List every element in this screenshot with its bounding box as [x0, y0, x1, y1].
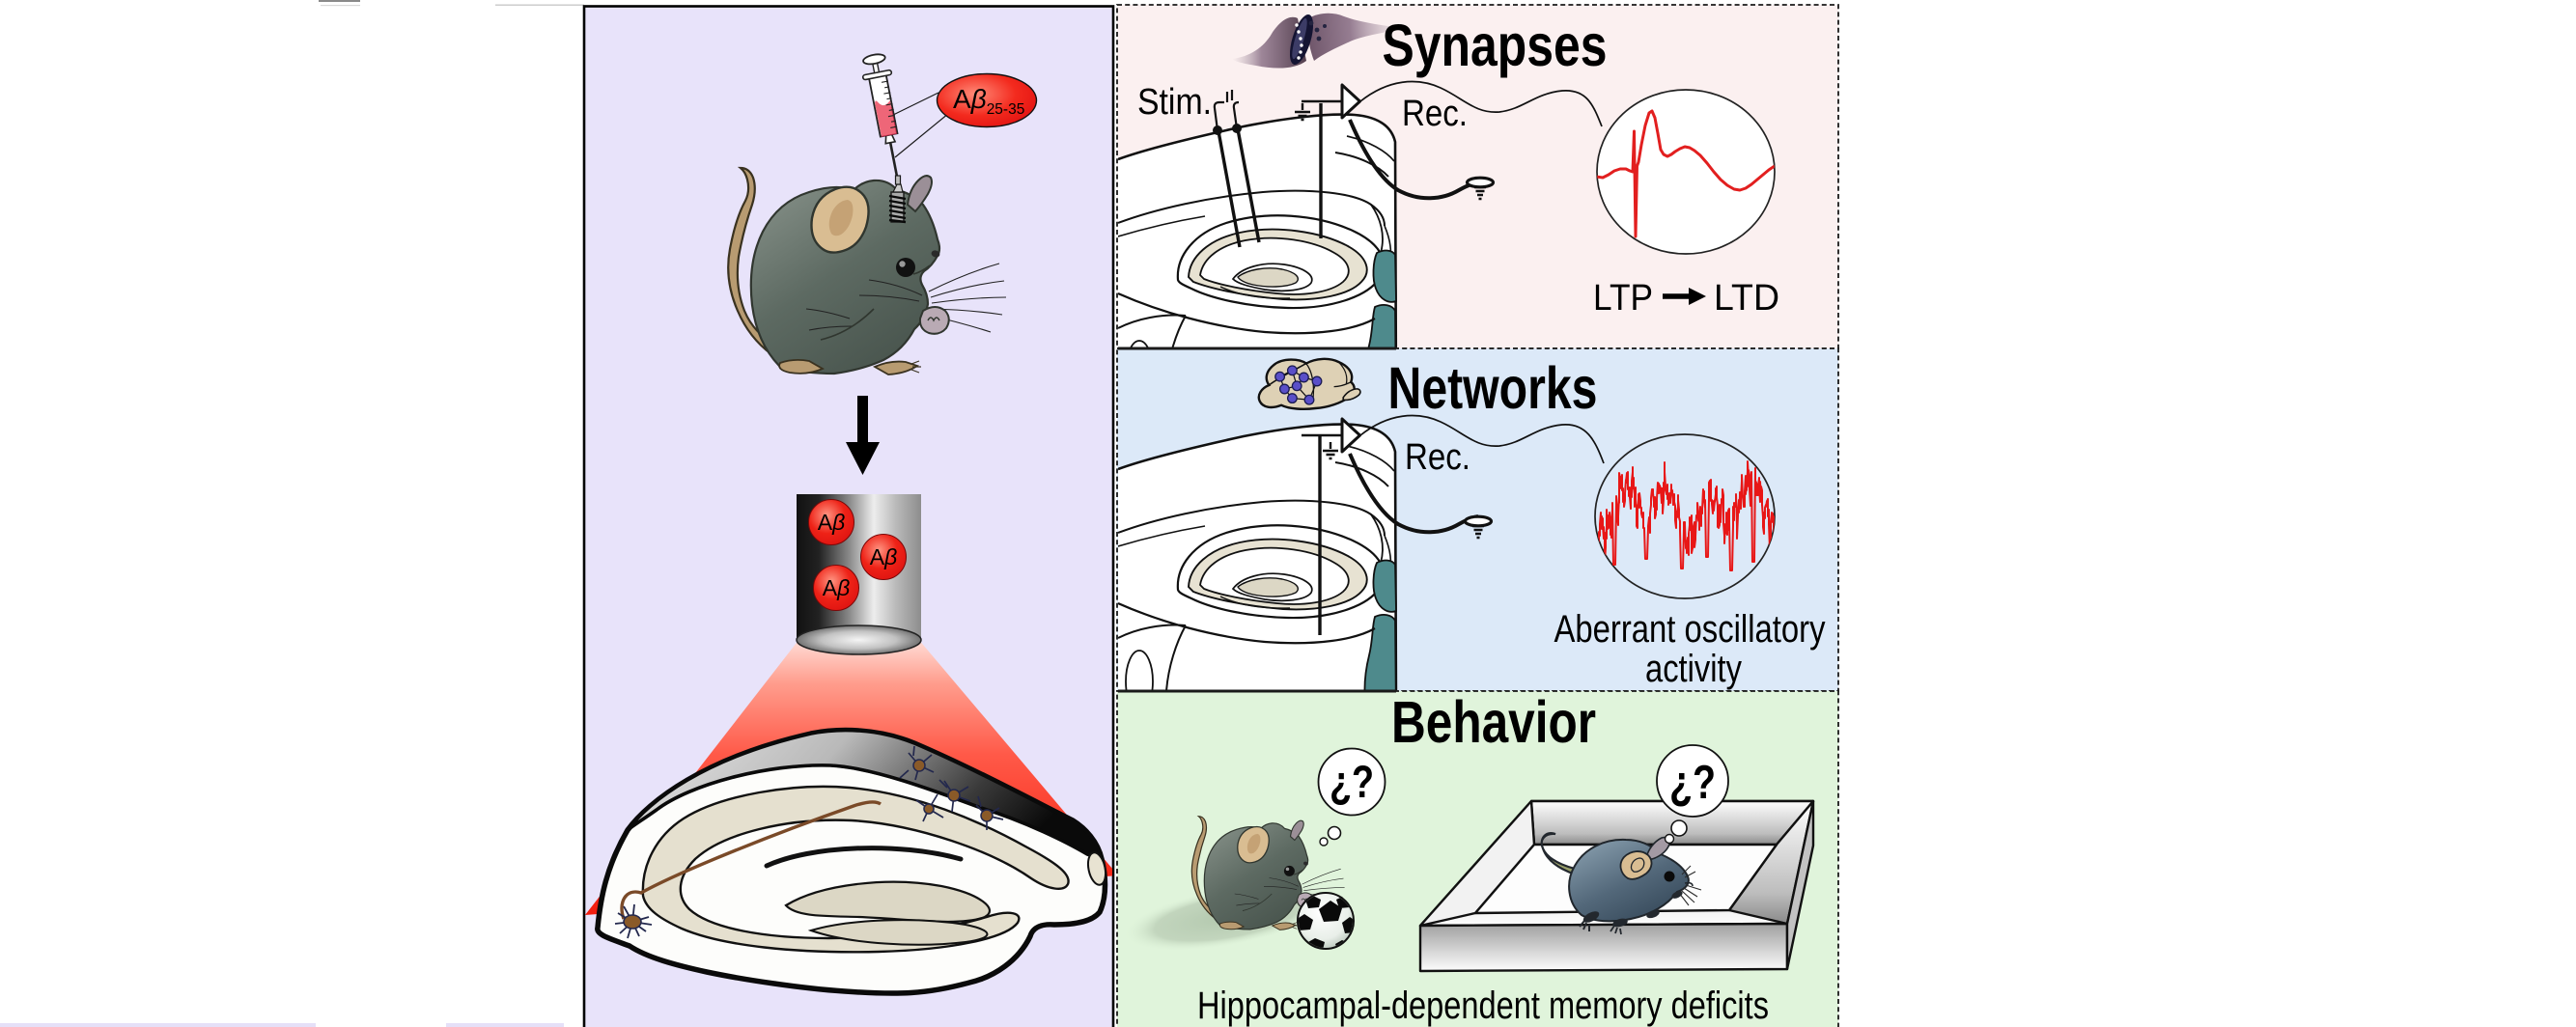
svg-text:¿?: ¿? — [1330, 756, 1374, 807]
svg-text:Aβ25-35: Aβ25-35 — [953, 84, 1024, 118]
svg-text:Aβ: Aβ — [818, 510, 845, 535]
svg-text:Stim.: Stim. — [1137, 82, 1212, 123]
svg-text:Aberrant oscillatory: Aberrant oscillatory — [1554, 608, 1826, 651]
svg-text:¿?: ¿? — [1669, 757, 1716, 809]
svg-text:Rec.: Rec. — [1405, 437, 1470, 478]
svg-text:Synapses: Synapses — [1383, 13, 1608, 78]
svg-text:Rec.: Rec. — [1402, 94, 1468, 134]
svg-text:Behavior: Behavior — [1391, 689, 1596, 755]
svg-text:activity: activity — [1645, 648, 1742, 690]
svg-text:Hippocampal-dependent memory d: Hippocampal-dependent memory deficits — [1197, 985, 1769, 1027]
svg-text:LTP: LTP — [1593, 278, 1653, 319]
svg-text:Aβ: Aβ — [870, 544, 897, 569]
svg-text:Aβ: Aβ — [823, 575, 850, 600]
svg-text:LTD: LTD — [1714, 278, 1779, 319]
svg-text:Networks: Networks — [1388, 355, 1598, 421]
